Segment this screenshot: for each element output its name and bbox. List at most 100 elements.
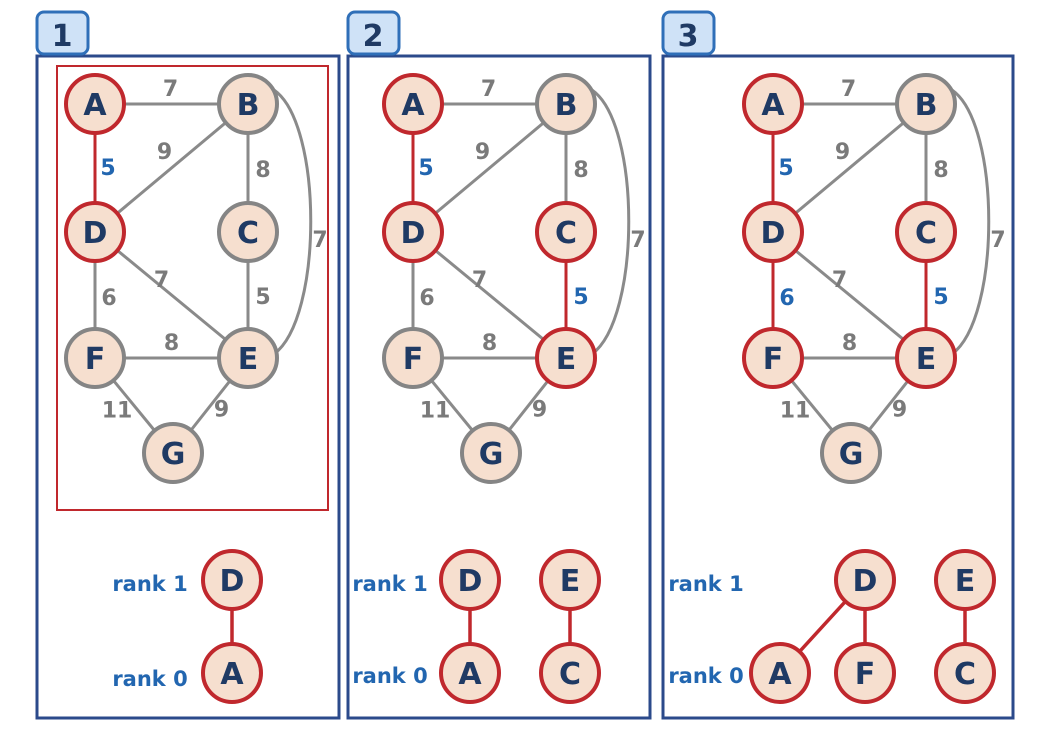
edge-d-e xyxy=(94,230,249,360)
node-label-d: D xyxy=(401,216,426,251)
rank-0-label: rank 0 xyxy=(112,667,187,691)
node-label-g: G xyxy=(839,437,864,472)
node-label-c: C xyxy=(555,216,577,251)
tree-node-c xyxy=(934,642,996,704)
edge-weight-e-g: 9 xyxy=(532,398,547,423)
node-d xyxy=(64,201,126,263)
node-f xyxy=(742,327,804,389)
edge-b-e xyxy=(273,88,313,356)
tree-node-label-e: E xyxy=(955,564,976,599)
edge-weight-d-e: 7 xyxy=(832,268,847,293)
node-e xyxy=(217,327,279,389)
node-e xyxy=(895,327,957,389)
edge-weight-c-e: 5 xyxy=(573,285,588,310)
edge-weight-f-g: 11 xyxy=(780,399,811,424)
tree-node-label-c: C xyxy=(559,657,581,692)
edge-weight-d-e: 7 xyxy=(154,268,169,293)
edge-weight-d-f: 6 xyxy=(419,286,434,311)
node-d xyxy=(742,201,804,263)
edge-weight-d-f: 6 xyxy=(101,286,116,311)
tree-node-a xyxy=(439,642,501,704)
edge-d-e xyxy=(412,230,567,360)
tree-node-label-e: E xyxy=(560,564,581,599)
edge-weight-a-b: 7 xyxy=(841,77,856,102)
tree-node-f xyxy=(834,642,896,704)
panel-number-2: 2 xyxy=(363,19,384,54)
node-label-e: E xyxy=(916,342,937,377)
edge-weight-a-b: 7 xyxy=(163,77,178,102)
edge-weight-d-e: 7 xyxy=(472,268,487,293)
panel-number-tab-2 xyxy=(346,10,401,56)
edge-weight-f-e: 8 xyxy=(842,331,857,356)
panel-frame-2 xyxy=(346,54,652,720)
tree-node-label-a: A xyxy=(220,657,244,692)
node-label-f: F xyxy=(403,342,424,377)
node-b xyxy=(217,73,279,135)
tree-node-label-a: A xyxy=(768,657,792,692)
node-label-c: C xyxy=(237,216,259,251)
rank-1-label: rank 1 xyxy=(668,572,743,596)
edge-weight-a-d: 5 xyxy=(418,156,433,181)
highlight-box xyxy=(56,65,329,511)
node-label-b: B xyxy=(237,88,260,123)
edge-weight-b-c: 8 xyxy=(255,158,270,183)
node-f xyxy=(382,327,444,389)
edge-weight-a-d: 5 xyxy=(100,156,115,181)
node-b xyxy=(895,73,957,135)
node-label-e: E xyxy=(238,342,259,377)
node-g xyxy=(820,422,882,484)
union-find-panel-3: rank 1 rank 0 D A F E C xyxy=(668,549,996,704)
node-g xyxy=(142,422,204,484)
edge-weight-b-c: 8 xyxy=(573,158,588,183)
node-label-d: D xyxy=(761,216,786,251)
rank-0-label: rank 0 xyxy=(668,664,743,688)
node-a xyxy=(382,73,444,135)
node-label-f: F xyxy=(85,342,106,377)
edge-weight-b-e: 7 xyxy=(630,228,645,253)
node-c xyxy=(535,201,597,263)
node-label-f: F xyxy=(763,342,784,377)
tree-node-a xyxy=(749,642,811,704)
node-f xyxy=(64,327,126,389)
node-a xyxy=(742,73,804,135)
edge-weight-a-b: 7 xyxy=(481,77,496,102)
node-d xyxy=(382,201,444,263)
edge-weight-c-e: 5 xyxy=(933,285,948,310)
edge-d-b xyxy=(412,102,567,234)
panel-number-tab-1 xyxy=(35,10,90,56)
edge-weight-b-e: 7 xyxy=(990,228,1005,253)
tree-node-label-d: D xyxy=(853,564,878,599)
edge-weight-a-d: 5 xyxy=(778,156,793,181)
edge-weight-f-g: 11 xyxy=(102,399,133,424)
tree-node-d xyxy=(834,549,896,611)
panel-number-1: 1 xyxy=(52,19,73,54)
rank-1-label: rank 1 xyxy=(352,572,427,596)
edge-weight-f-g: 11 xyxy=(420,399,451,424)
node-label-e: E xyxy=(556,342,577,377)
edge-d-b xyxy=(94,102,249,234)
tree-node-d xyxy=(201,549,263,611)
node-label-c: C xyxy=(915,216,937,251)
edge-weight-d-b: 9 xyxy=(475,140,490,165)
edge-weight-d-b: 9 xyxy=(835,140,850,165)
node-label-b: B xyxy=(555,88,578,123)
tree-node-label-c: C xyxy=(954,657,976,692)
panel-number-tab-3 xyxy=(661,10,716,56)
edge-weight-e-g: 9 xyxy=(214,398,229,423)
edge-weight-c-e: 5 xyxy=(255,285,270,310)
node-label-a: A xyxy=(83,88,107,123)
rank-0-label: rank 0 xyxy=(352,664,427,688)
panel-number-3: 3 xyxy=(678,19,699,54)
edge-weight-e-g: 9 xyxy=(892,398,907,423)
node-label-d: D xyxy=(83,216,108,251)
edge-b-e xyxy=(591,88,631,356)
edge-weight-b-c: 8 xyxy=(933,158,948,183)
node-label-b: B xyxy=(915,88,938,123)
tree-node-label-f: F xyxy=(855,657,876,692)
edge-weight-f-e: 8 xyxy=(482,331,497,356)
